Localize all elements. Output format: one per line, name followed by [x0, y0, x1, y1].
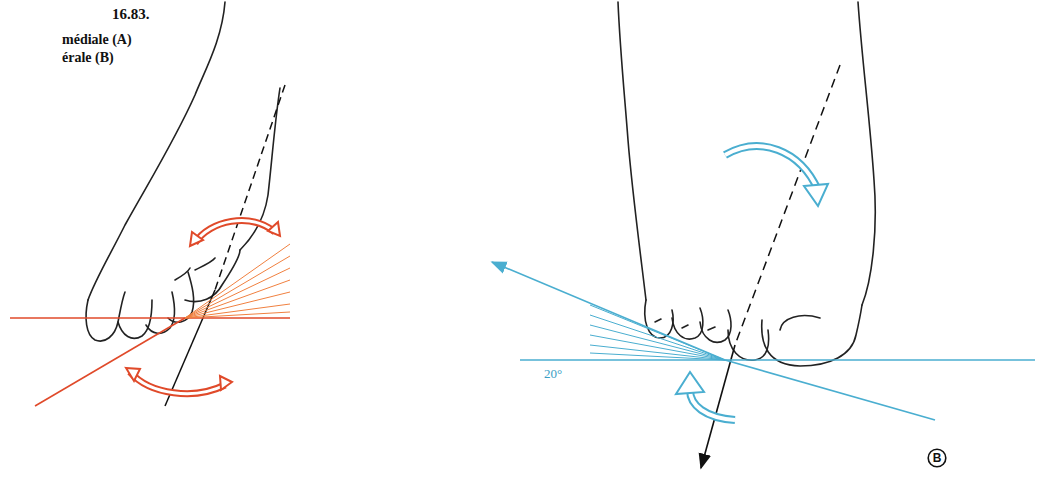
- figure-caption-line: érale (B): [62, 50, 114, 66]
- figure-number: 16.83.: [112, 6, 150, 23]
- circled-letter: B: [927, 448, 947, 468]
- figure-caption-line: médiale (A): [62, 32, 132, 48]
- figure-letter: B: [933, 451, 942, 465]
- angle-label: 20°: [544, 366, 562, 382]
